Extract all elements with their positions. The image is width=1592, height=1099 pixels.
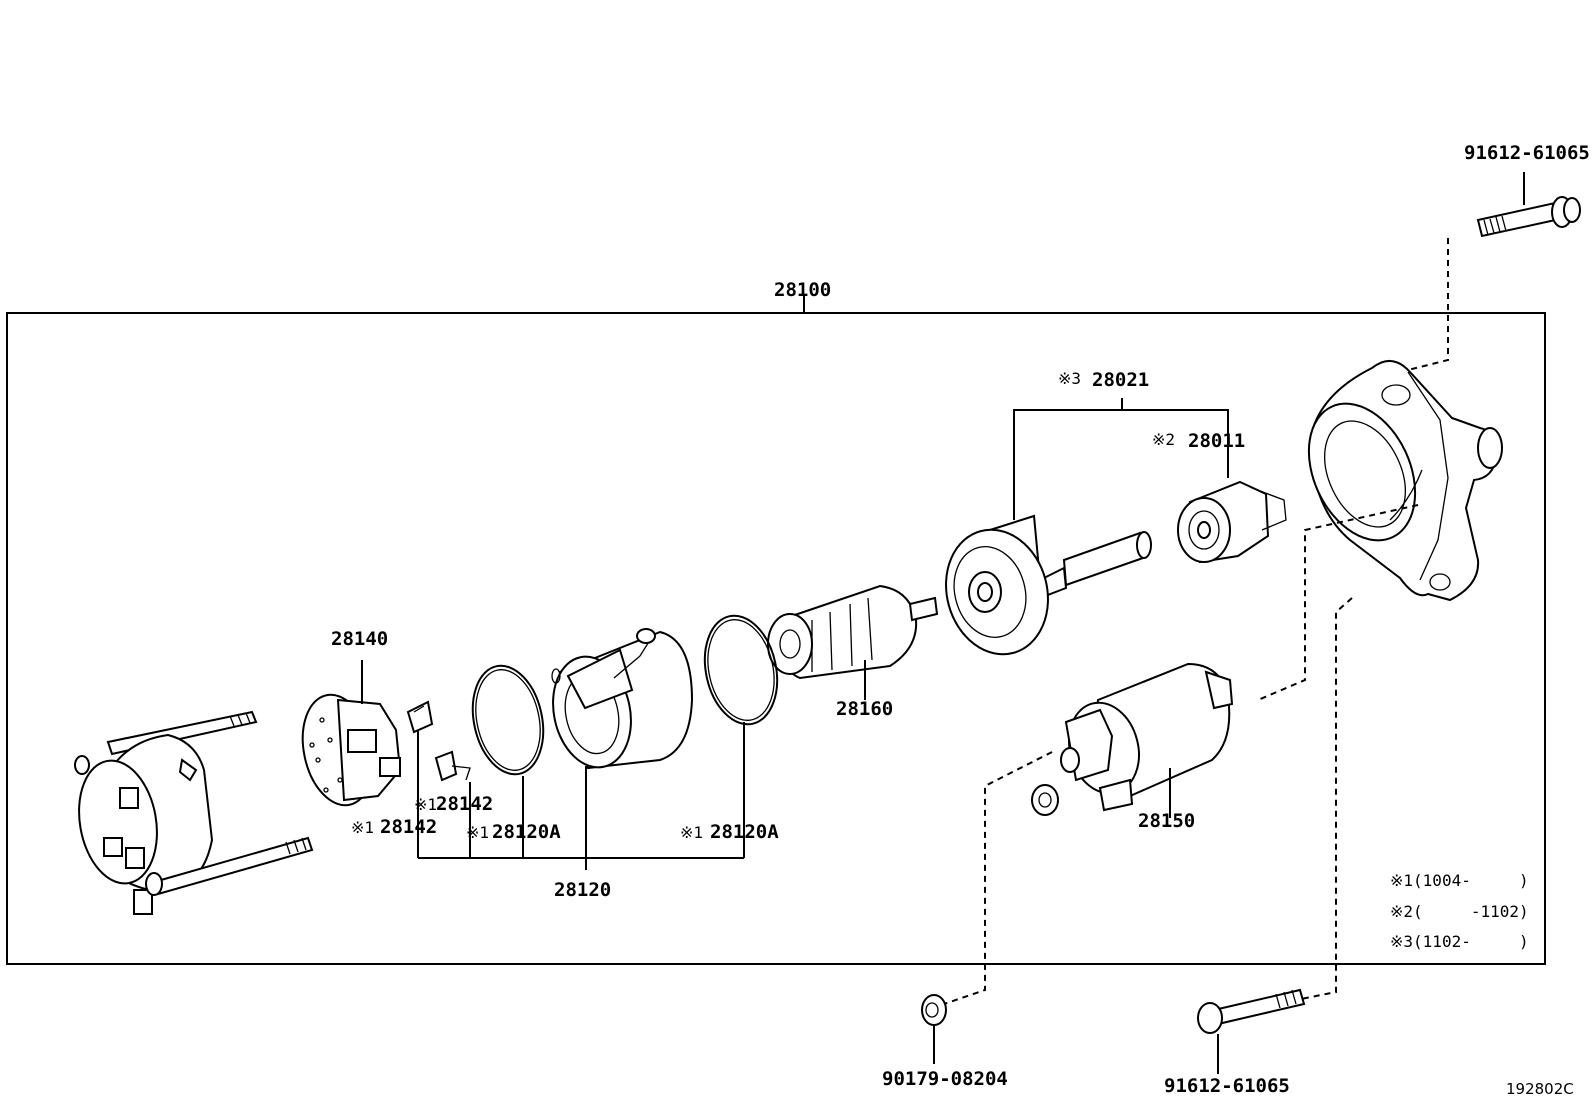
housing-bolt-dashed-leader (1257, 504, 1419, 701)
ring-a (471, 664, 545, 858)
starter-switch (1060, 662, 1234, 818)
label-bolt-bottom: 91612-61065 (1164, 1075, 1290, 1097)
label-ring-b: 28120A (710, 821, 779, 843)
label-brush-a: 28142 (380, 816, 437, 838)
drive-housing (1307, 360, 1503, 602)
note-1: ※1(1004- ) (1390, 871, 1529, 890)
bolt-top-dashed-leader (1399, 238, 1449, 373)
armature (767, 584, 939, 700)
pinion-gear (1177, 448, 1287, 564)
label-brush-b: 28142 (436, 793, 493, 815)
label-clutch-assy-mark: ※3 (1058, 369, 1081, 388)
end-frame (74, 710, 314, 915)
bolt-top (1476, 172, 1581, 238)
label-brush-holder: 28140 (331, 628, 388, 650)
label-brush-b-mark: ※1 (414, 795, 437, 814)
label-figure-code: 192802C (1506, 1080, 1574, 1098)
nut-external (921, 994, 947, 1064)
label-switch: 28150 (1138, 810, 1195, 832)
label-pinion: 28011 (1188, 430, 1245, 452)
label-nut: 90179-08204 (882, 1068, 1008, 1090)
brush-holder (301, 660, 402, 807)
label-yoke: 28120 (554, 879, 611, 901)
ring-b (703, 614, 779, 858)
brush-a (406, 700, 434, 858)
note-2: ※2( -1102) (1390, 902, 1529, 921)
yoke (551, 628, 694, 870)
label-clutch-assy: 28021 (1092, 369, 1149, 391)
assembly-frame (6, 312, 1546, 965)
label-brush-a-mark: ※1 (351, 818, 374, 837)
label-bolt-top: 91612-61065 (1464, 142, 1590, 164)
nut-small (1031, 784, 1059, 816)
bolt-bottom-dashed-leader (1295, 597, 1353, 1001)
label-ring-b-mark: ※1 (680, 823, 703, 842)
label-assembly: 28100 (774, 279, 831, 301)
brush-b (434, 750, 471, 858)
note-3: ※3(1102- ) (1390, 932, 1529, 951)
nut-dashed-leader (943, 751, 1053, 1005)
bolt-bottom (1197, 988, 1306, 1074)
label-armature: 28160 (836, 698, 893, 720)
label-ring-a-mark: ※1 (466, 823, 489, 842)
clutch-assy (945, 398, 1229, 656)
label-ring-a: 28120A (492, 821, 561, 843)
label-pinion-mark: ※2 (1152, 430, 1175, 449)
